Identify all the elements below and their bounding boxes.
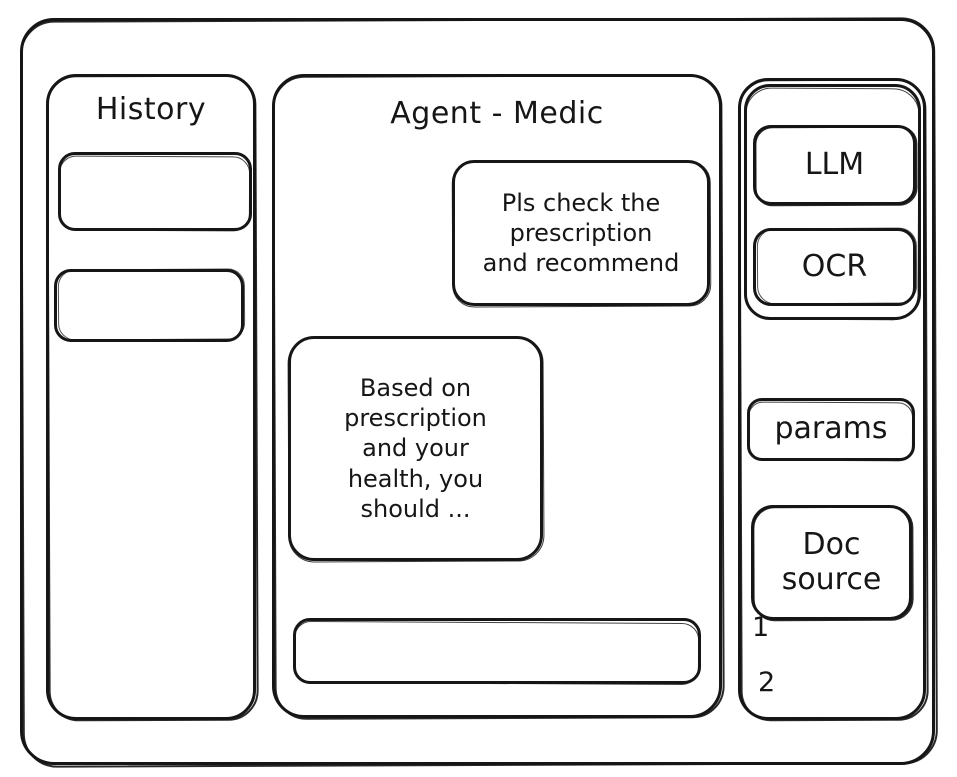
user-message-bubble: Pls check the prescription and recommend [452,160,710,306]
window-frame [20,18,935,765]
tool-button-params[interactable]: params [747,398,915,461]
tool-button-ocr[interactable]: OCR [753,228,916,306]
agent-panel [272,74,722,718]
tool-button-ocr-label: OCR [801,248,868,284]
user-message-line: and recommend [482,249,680,278]
user-message-line: prescription [509,218,653,247]
tool-button-params-label: params [774,411,888,447]
assistant-message-line: should ... [360,494,471,523]
tools-panel [738,78,926,720]
assistant-message-line: and your [362,434,469,463]
doc-source-index-item[interactable]: 2 [758,667,776,698]
assistant-message-line: prescription [344,404,487,433]
tool-button-llm[interactable]: LLM [753,125,916,205]
tool-button-doc-source-label: source [781,561,882,597]
history-list-item[interactable] [58,152,252,231]
agent-panel-title: Agent - Medic [390,96,604,131]
history-panel-title: History [95,92,207,127]
assistant-message-line: Based on [359,373,472,402]
tool-button-doc-source-label: Doc [802,527,861,563]
tool-button-llm-label: LLM [804,146,865,182]
tools-group-container [744,84,921,320]
user-message-line: Pls check the [501,188,661,217]
tool-button-doc-source[interactable]: Doc source [751,505,912,620]
history-panel [46,74,256,720]
assistant-message-line: health, you [347,464,484,493]
message-composer-input[interactable] [293,618,701,684]
history-list-item[interactable] [54,269,244,342]
doc-source-index-item[interactable]: 1 [752,612,770,643]
assistant-message-bubble: Based on prescription and your health, y… [288,336,543,561]
